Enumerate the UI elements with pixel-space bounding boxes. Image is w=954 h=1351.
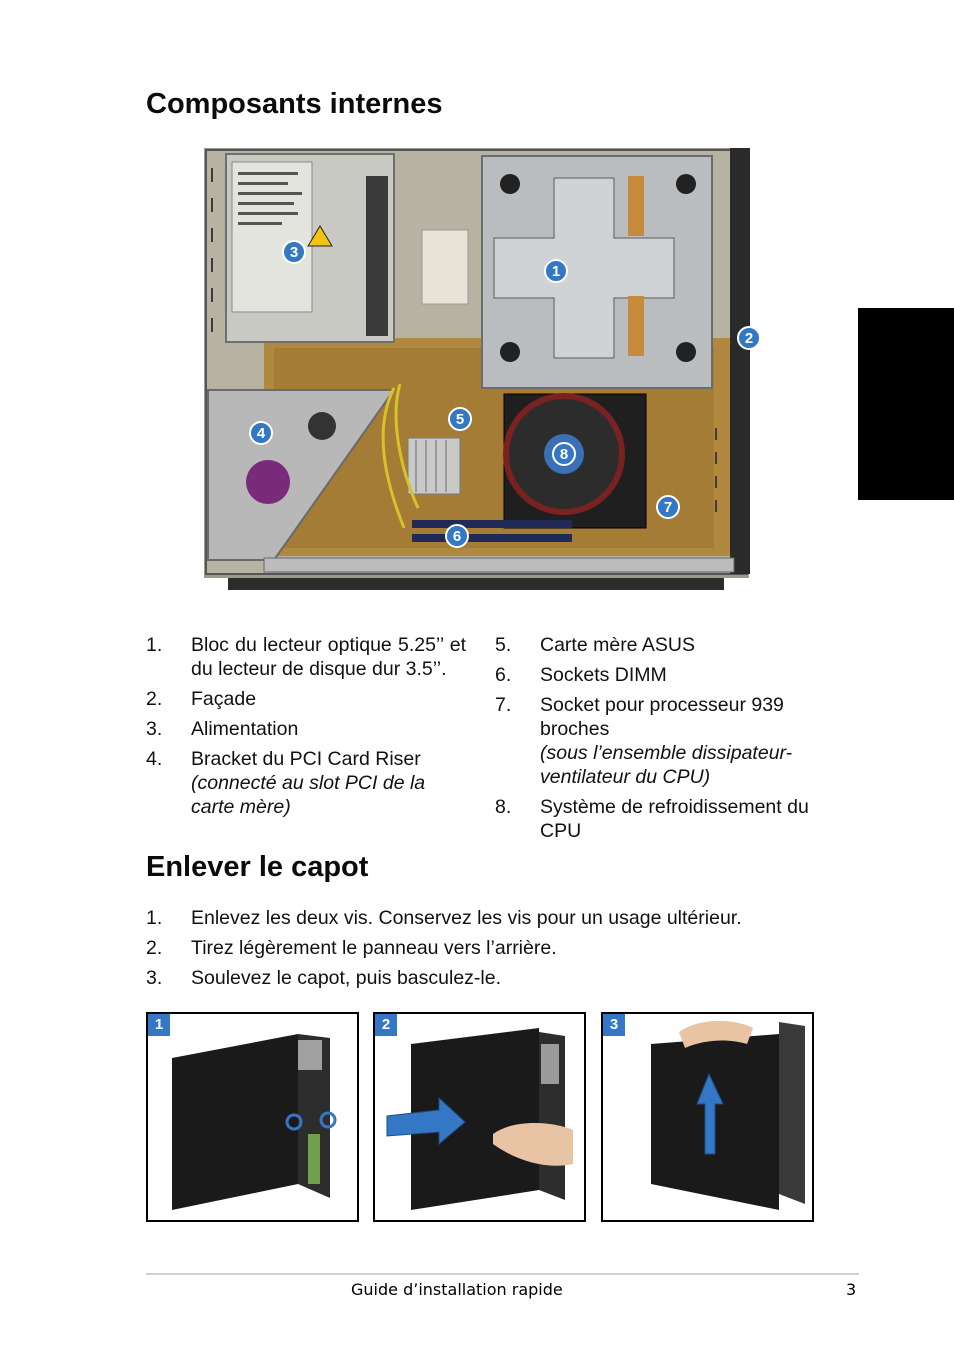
list-item: 3. Alimentation — [146, 718, 299, 740]
figure-badge: 1 — [148, 1014, 170, 1036]
callout-8: 8 — [552, 442, 576, 466]
callout-7: 7 — [656, 495, 680, 519]
list-item: 2. Façade — [146, 688, 257, 710]
callout-3: 3 — [282, 240, 306, 264]
svg-text:4: 4 — [257, 425, 266, 442]
svg-text:7: 7 — [664, 499, 672, 516]
page-number: 3 — [846, 1280, 857, 1299]
chapter-tab — [858, 308, 954, 500]
figure-step-1: 1 — [146, 1012, 359, 1222]
components-list-right: 5. Carte mère ASUS 6. Sockets DIMM 7. So… — [495, 633, 820, 849]
callout-5: 5 — [448, 407, 472, 431]
list-item: 5. Carte mère ASUS — [495, 634, 695, 656]
svg-text:2: 2 — [745, 330, 753, 347]
figure-badge: 2 — [375, 1014, 397, 1036]
footer-divider — [146, 1273, 859, 1275]
list-item: 3. Soulevez le capot, puis basculez-le. — [146, 967, 502, 989]
internal-components-photo: 1 2 3 4 5 6 7 8 — [204, 148, 761, 590]
list-item: 1. Enlevez les deux vis. Conservez les v… — [146, 907, 742, 929]
svg-text:8: 8 — [560, 446, 568, 463]
list-item: 6. Sockets DIMM — [495, 664, 667, 686]
section-title-remove-cover: Enlever le capot — [146, 851, 369, 883]
list-item: 4. Bracket du PCI Card Riser (connecté a… — [146, 748, 426, 818]
callout-4: 4 — [249, 421, 273, 445]
pc-case-slide-image — [386, 1028, 573, 1210]
svg-text:1: 1 — [552, 263, 560, 280]
figure-step-2: 2 — [373, 1012, 586, 1222]
section-title-components: Composants internes — [146, 88, 443, 120]
figure-badge: 3 — [603, 1014, 625, 1036]
footer-guide-title: Guide d’installation rapide — [351, 1280, 563, 1299]
svg-text:3: 3 — [290, 244, 298, 261]
components-list-left: 1. Bloc du lecteur optique 5.25’’ et du … — [146, 633, 466, 825]
callout-6: 6 — [445, 524, 469, 548]
pc-case-screws-image — [172, 1034, 337, 1210]
figure-step-3: 3 — [601, 1012, 814, 1222]
callout-2: 2 — [737, 326, 761, 350]
list-item: 1. Bloc du lecteur optique 5.25’’ et du … — [146, 634, 466, 680]
pc-case-lift-image — [651, 1020, 805, 1210]
steps-list: 1. Enlevez les deux vis. Conservez les v… — [146, 906, 846, 996]
svg-text:6: 6 — [453, 528, 461, 545]
list-item: 7. Socket pour processeur 939 broches (s… — [495, 694, 793, 788]
callout-1: 1 — [544, 259, 568, 283]
list-item: 2. Tirez légèrement le panneau vers l’ar… — [146, 937, 557, 959]
list-item: 8. Système de refroidissement du CPU — [495, 796, 809, 842]
svg-text:5: 5 — [456, 411, 464, 428]
